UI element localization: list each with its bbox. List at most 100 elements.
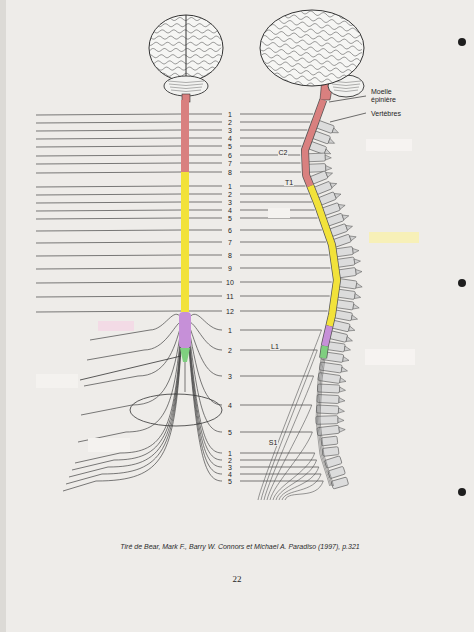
brain-gyrus (260, 4, 362, 20)
spinal-column-side (240, 100, 363, 500)
spinous-process (324, 149, 331, 156)
spinal-nerve (240, 296, 330, 297)
segment-number: 10 (225, 279, 235, 286)
spinal-nerve (240, 172, 301, 173)
cauda-root (87, 322, 181, 361)
segment-number: 3 (227, 373, 233, 380)
segment-number: 5 (227, 429, 233, 436)
leader-loop (130, 394, 222, 426)
spinal-nerve (189, 186, 222, 187)
spinal-nerve (36, 282, 181, 283)
spinal-nerve (189, 311, 222, 312)
segment-number: 1 (227, 450, 233, 457)
segment-number: 4 (227, 135, 233, 142)
cauda-root (84, 325, 181, 386)
spinal-nerve (240, 194, 309, 195)
spinous-process (338, 417, 344, 422)
spinal-nerve (36, 138, 181, 139)
spinal-nerve (240, 467, 319, 468)
vertebra-body (316, 405, 338, 414)
spinous-process (353, 248, 360, 254)
brain-gyrus (260, 54, 362, 69)
thoracic-segment (181, 172, 189, 312)
brain-gyrus (149, 36, 221, 40)
spinal-nerve (189, 210, 222, 211)
cauda-root (90, 314, 181, 340)
correction-patch (366, 139, 412, 151)
filum-terminale (185, 362, 186, 392)
segment-number: 4 (227, 471, 233, 478)
spinal-nerve (240, 255, 328, 256)
cauda-root (189, 346, 222, 474)
vertebra (324, 456, 342, 468)
spinous-process (354, 258, 361, 264)
thoracic-segment (310, 186, 337, 326)
spinal-nerve (36, 172, 181, 173)
spinal-nerve (189, 268, 222, 269)
spinal-nerve (240, 350, 317, 351)
correction-patch (369, 232, 419, 243)
segment-number: 11 (225, 293, 234, 300)
spinous-process (351, 315, 358, 321)
spinous-process (356, 283, 363, 289)
spinal-nerve (240, 453, 315, 454)
sciatic-root (276, 460, 317, 500)
spinous-process (341, 367, 348, 373)
brain-gyrus (149, 48, 221, 52)
brain-gyrus (260, 36, 362, 51)
spinal-nerve (189, 194, 222, 195)
spinal-nerve (189, 242, 222, 243)
brain-gyrus (260, 76, 362, 92)
thoracic-segment-outline (310, 186, 337, 326)
brain-gyrus (260, 12, 362, 27)
spinal-nerve (189, 130, 222, 131)
spinous-process (353, 304, 360, 310)
cauda-root (63, 350, 181, 492)
spinal-cord-front (36, 100, 222, 491)
spinal-nerve (240, 282, 332, 283)
spinal-nerve (189, 163, 222, 164)
segment-number: 3 (227, 199, 233, 206)
spinous-process (334, 191, 341, 198)
spinous-process (328, 138, 335, 145)
vertebra-body (317, 384, 339, 393)
sciatic-root (285, 481, 323, 500)
segment-number: 12 (225, 308, 235, 315)
spinous-process (346, 223, 353, 230)
cervical-segment-outline (305, 100, 323, 186)
vertebra-label: S1 (268, 439, 279, 446)
spinal-nerve (240, 186, 305, 187)
spinous-process (344, 346, 351, 352)
spinal-nerve (189, 172, 222, 173)
segment-number: 2 (227, 347, 233, 354)
spinal-nerve (36, 122, 181, 123)
spinous-process (332, 128, 339, 135)
segment-number: 6 (227, 152, 233, 159)
spinal-nerve (36, 155, 181, 156)
correction-patch (98, 321, 134, 331)
brain-gyrus (260, 40, 362, 56)
sciatic-root (279, 467, 319, 500)
spinal-nerve (240, 230, 322, 231)
lumbar-segment (325, 326, 330, 346)
spinal-nerve (240, 122, 310, 123)
spinous-process (349, 234, 356, 241)
cauda-root (189, 350, 222, 482)
spinal-nerve (36, 194, 181, 195)
lumbar-segment (179, 312, 191, 348)
spinal-nerve (189, 255, 222, 256)
spinal-nerve (36, 242, 181, 243)
spinal-nerve (189, 230, 222, 231)
spinal-nerve (240, 376, 314, 377)
cauda-root (189, 343, 222, 468)
brain-outline (149, 15, 223, 81)
vertebra (322, 447, 339, 457)
spinal-nerve (240, 474, 321, 475)
binder-hole (458, 38, 466, 46)
segment-number: 2 (227, 191, 233, 198)
spinous-process (325, 155, 331, 160)
cauda-root (69, 343, 181, 478)
leader-line (330, 113, 366, 122)
spinal-nerve (36, 311, 181, 312)
spinous-process (340, 378, 347, 384)
